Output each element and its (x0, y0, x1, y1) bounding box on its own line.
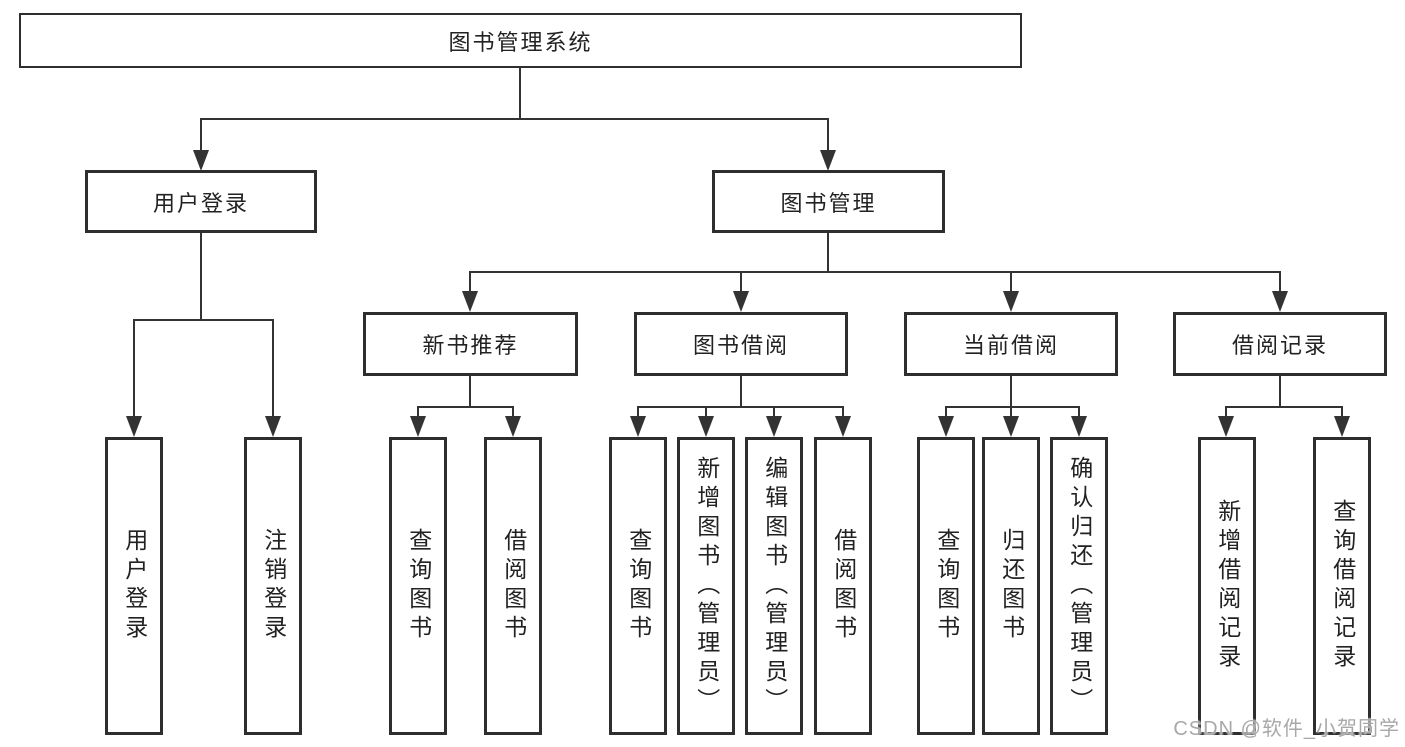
arrow-head-d1 (1218, 416, 1234, 437)
arrow-head-a1 (410, 416, 426, 437)
arrow-head-leaf-login (126, 416, 142, 437)
arrow-head-c1 (938, 416, 954, 437)
connector-new-book-drop (469, 376, 471, 407)
arrow-head-book-borrow (733, 291, 749, 312)
arrow-head-borrow-record (1272, 291, 1288, 312)
connector-user-login-rail (133, 319, 273, 321)
node-new-book-recommend: 新书推荐 (363, 312, 578, 376)
arrow-head-a2 (505, 416, 521, 437)
connector-root-rail (200, 118, 829, 120)
arrow-shaft-c2 (1010, 406, 1012, 419)
connector-book-borrow-rail (637, 406, 843, 408)
leaf-query-book-recommend: 查询图书 (389, 437, 447, 735)
connector-book-borrow-drop (740, 376, 742, 407)
arrow-head-d2 (1334, 416, 1350, 437)
arrow-shaft-b2 (705, 406, 707, 419)
connector-book-mgmt-drop (827, 233, 829, 272)
arrow-shaft-b3 (773, 406, 775, 419)
arrow-shaft-new-book (469, 271, 471, 293)
leaf-query-borrow-record: 查询借阅记录 (1313, 437, 1371, 735)
leaf-confirm-return-admin: 确认归还（管理员） (1050, 437, 1108, 735)
arrow-head-c2 (1003, 416, 1019, 437)
leaf-query-book-borrow: 查询图书 (609, 437, 667, 735)
node-user-login: 用户登录 (85, 170, 317, 233)
leaf-return-book: 归还图书 (982, 437, 1040, 735)
arrow-shaft-book-mgmt (827, 118, 829, 151)
connector-new-book-rail (417, 406, 514, 408)
arrow-head-b1 (630, 416, 646, 437)
leaf-borrow-book: 借阅图书 (814, 437, 872, 735)
arrow-head-leaf-logout (265, 416, 281, 437)
arrow-head-user-login (193, 150, 209, 171)
arrow-shaft-borrow-record (1279, 271, 1281, 293)
arrow-shaft-book-borrow (740, 271, 742, 293)
connector-borrow-record-rail (1225, 406, 1342, 408)
arrow-shaft-user-login (200, 118, 202, 151)
arrow-head-new-book (462, 291, 478, 312)
leaf-edit-book-admin: 编辑图书（管理员） (745, 437, 803, 735)
arrow-shaft-c3 (1078, 406, 1080, 419)
node-current-borrow: 当前借阅 (904, 312, 1118, 376)
node-book-borrow: 图书借阅 (634, 312, 848, 376)
leaf-query-book-current: 查询图书 (917, 437, 975, 735)
leaf-add-borrow-record: 新增借阅记录 (1198, 437, 1256, 735)
leaf-user-login: 用户登录 (105, 437, 163, 735)
connector-user-login-drop (200, 233, 202, 320)
arrow-head-c3 (1071, 416, 1087, 437)
watermark-text: CSDN @软件_小贺同学 (1173, 718, 1400, 740)
arrow-shaft-leaf-login (133, 319, 135, 417)
arrow-shaft-d1 (1225, 406, 1227, 419)
arrow-head-b2 (698, 416, 714, 437)
arrow-shaft-d2 (1341, 406, 1343, 419)
connector-borrow-record-drop (1279, 376, 1281, 407)
arrow-shaft-leaf-logout (272, 319, 274, 417)
node-borrow-record: 借阅记录 (1173, 312, 1387, 376)
leaf-borrow-book-recommend: 借阅图书 (484, 437, 542, 735)
arrow-shaft-current-borrow (1010, 271, 1012, 293)
arrow-shaft-b4 (842, 406, 844, 419)
leaf-add-book-admin: 新增图书（管理员） (677, 437, 735, 735)
connector-book-mgmt-rail (469, 271, 1281, 273)
leaf-logout: 注销登录 (244, 437, 302, 735)
arrow-head-b4 (835, 416, 851, 437)
arrow-shaft-a1 (417, 406, 419, 419)
arrow-head-book-mgmt (820, 150, 836, 171)
arrow-head-current-borrow (1003, 291, 1019, 312)
connector-current-borrow-rail (945, 406, 1080, 408)
arrow-shaft-c1 (945, 406, 947, 419)
connector-root-drop (519, 68, 521, 120)
node-root: 图书管理系统 (19, 13, 1022, 68)
arrow-head-b3 (766, 416, 782, 437)
arrow-shaft-a2 (512, 406, 514, 419)
connector-current-borrow-drop (1010, 376, 1012, 407)
arrow-shaft-b1 (637, 406, 639, 419)
node-book-mgmt: 图书管理 (712, 170, 945, 233)
